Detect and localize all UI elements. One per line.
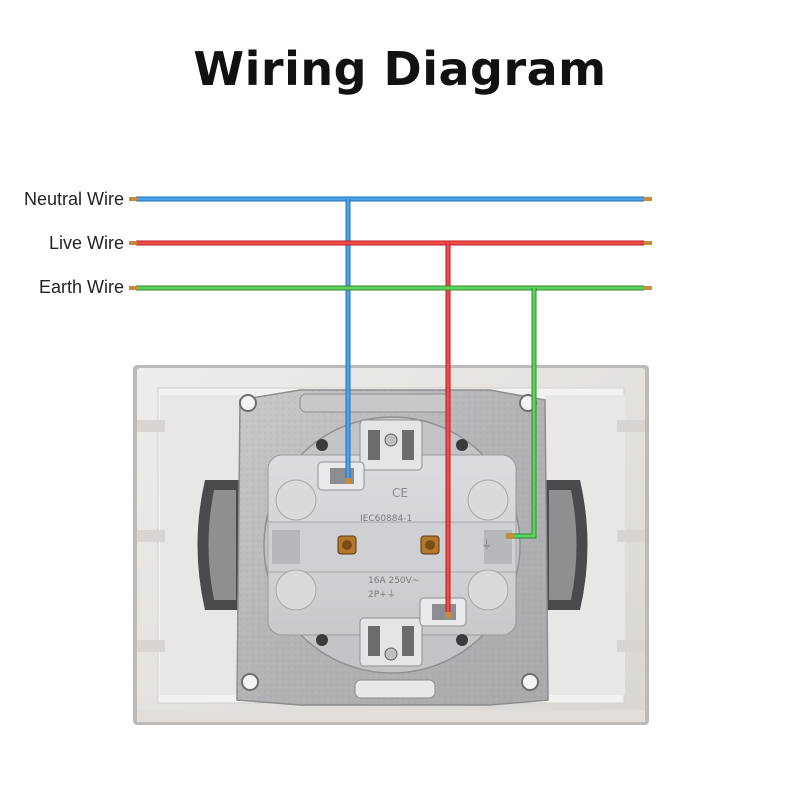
live-left-copper-end (129, 241, 137, 245)
live-right-copper-end (644, 241, 652, 245)
live-wire (129, 240, 652, 618)
neutral-wire-label: Neutral Wire (23, 189, 124, 209)
poles-text: 2P+⏚ (368, 589, 396, 600)
neutral-left-copper-end (129, 197, 137, 201)
earth-wire-label: Earth Wire (38, 277, 124, 297)
earth-wire (129, 285, 652, 539)
earth-right-copper-end (644, 286, 652, 290)
earth-symbol: ⏚ (481, 538, 492, 551)
standard-text: IEC60884-1 (360, 514, 412, 524)
rating-text: 16A 250V~ (368, 576, 419, 586)
socket-body (263, 416, 521, 674)
ce-mark: CE (392, 486, 408, 500)
neutral-right-copper-end (644, 197, 652, 201)
page-title: Wiring Diagram (193, 42, 607, 96)
live-wire-label: Live Wire (48, 233, 124, 253)
earth-left-copper-end (129, 286, 137, 290)
